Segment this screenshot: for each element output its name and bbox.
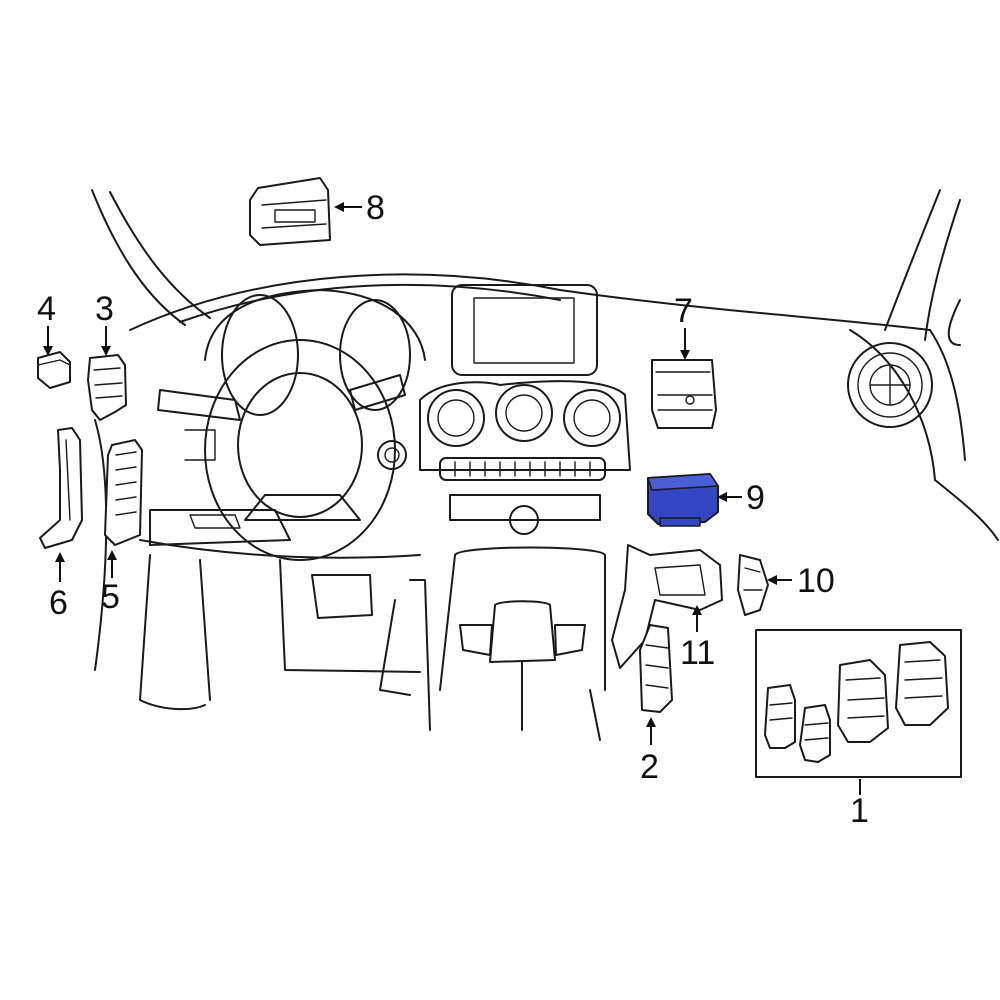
part-9-highlighted[interactable] [647, 473, 719, 527]
part-4 [37, 351, 71, 389]
part-7 [651, 359, 717, 429]
part-10 [737, 554, 769, 616]
callout-7: 7 [674, 292, 693, 330]
callout-3: 3 [95, 290, 114, 328]
callout-4: 4 [37, 290, 56, 328]
callout-2: 2 [640, 748, 659, 786]
callout-9: 9 [746, 479, 765, 517]
part-8 [249, 177, 331, 246]
callout-6: 6 [49, 584, 68, 622]
part-6 [39, 427, 83, 549]
callout-1: 1 [850, 792, 869, 830]
part-11 [611, 544, 723, 669]
center-display [451, 284, 598, 376]
center-console [379, 380, 631, 741]
callout-5: 5 [101, 578, 120, 616]
callout-11: 11 [680, 634, 715, 672]
callout-10: 10 [797, 562, 835, 600]
part-1-kit [755, 629, 962, 778]
callout-labels: 8 4 3 6 5 7 9 10 11 2 1 [37, 189, 869, 830]
part-2 [639, 624, 673, 713]
callout-8: 8 [366, 189, 385, 227]
leader-arrows [43, 202, 861, 795]
dashboard-outline [91, 189, 999, 711]
part-5 [104, 439, 143, 546]
steering-wheel [157, 289, 426, 561]
part-3 [87, 354, 127, 421]
